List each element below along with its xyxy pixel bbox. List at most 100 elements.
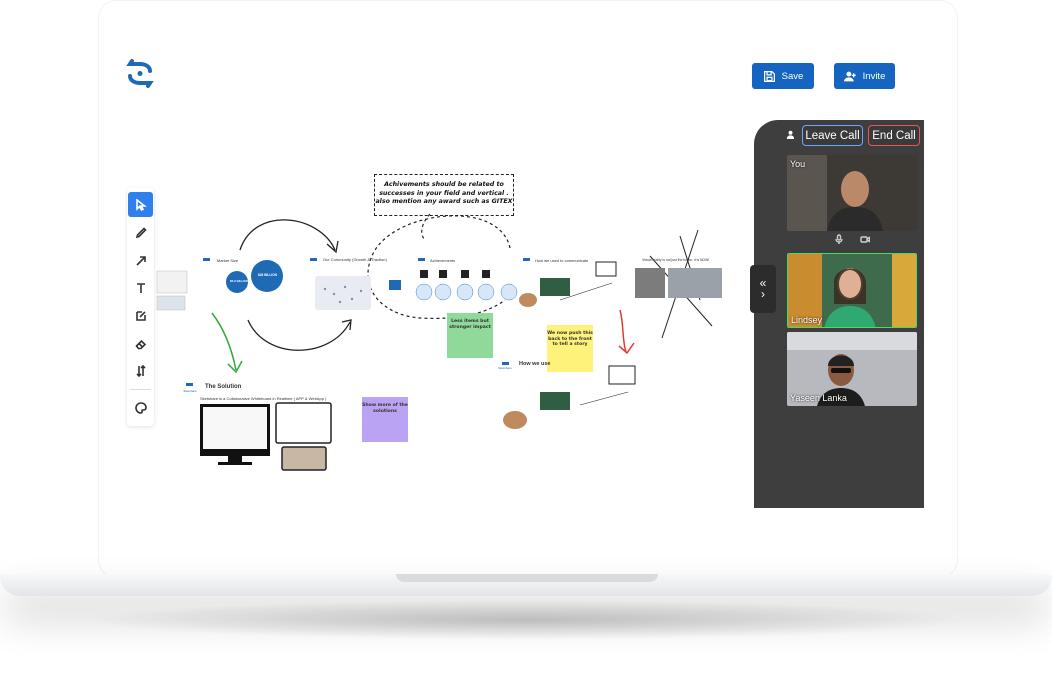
slide-how-use-title: How we use	[519, 361, 551, 367]
market-big-value: $26 BILLION	[258, 273, 277, 277]
leave-call-button[interactable]: Leave Call	[802, 125, 863, 146]
participant-video-yaseen	[787, 332, 917, 406]
market-small-circle	[226, 271, 248, 293]
monitor-screen	[203, 407, 267, 449]
camera-icon[interactable]	[860, 234, 870, 244]
tablet-solution	[275, 402, 332, 444]
drawing-red-arrowhead	[618, 342, 635, 355]
swap-icon	[135, 364, 146, 377]
end-call-button[interactable]: End Call	[868, 125, 920, 146]
achievement-badges	[415, 283, 518, 301]
participant-tile-you: You	[787, 155, 917, 231]
participant-tile-lindsey: Lindsey	[787, 253, 917, 328]
drawing-arrowhead-top	[326, 240, 339, 254]
invite-button-label: Invite	[862, 70, 886, 82]
chalkboard-1	[540, 278, 570, 296]
participant-name-you: You	[790, 159, 806, 169]
video-call-panel: Leave Call End Call You	[750, 120, 924, 508]
arrow-tool-button[interactable]	[128, 248, 153, 273]
market-small-value: $5.2 BILLION	[230, 279, 249, 283]
app-logo	[126, 59, 154, 88]
laptop-shadow	[80, 600, 972, 640]
monitor-base	[218, 462, 252, 465]
add-user-icon	[843, 71, 856, 81]
palette-tool-button[interactable]	[128, 395, 153, 420]
slide-thumb-left-2	[156, 295, 186, 311]
microphone-icon[interactable]	[834, 234, 844, 244]
select-icon	[135, 198, 147, 211]
achievements-note[interactable]: Achivements should be related to success…	[374, 174, 514, 216]
drawing-green-arrow	[211, 312, 237, 371]
slide-how-used-title: How we used to communicate	[535, 258, 589, 263]
text-tool-button[interactable]	[128, 275, 153, 300]
select-tool-button[interactable]	[128, 192, 153, 217]
drawing-toolbar	[127, 188, 154, 426]
text-icon	[136, 282, 145, 293]
save-icon	[763, 70, 775, 82]
world-map-placeholder	[315, 276, 371, 310]
drawing-red-arrow	[619, 309, 627, 353]
eraser-icon	[134, 339, 146, 349]
sticky-note-icon	[135, 310, 146, 321]
chevron-right-icon: ›	[761, 287, 765, 301]
save-button[interactable]: Save	[752, 63, 814, 89]
market-big-circle	[251, 260, 283, 292]
brand-label-how-use: Sketshare	[498, 366, 512, 370]
slide-achievements-title: Achievements	[430, 258, 456, 263]
slide-community-title: Our Community (Growth & Traction)	[323, 257, 387, 262]
drawing-curve-top	[239, 219, 336, 251]
toolbar-divider	[130, 389, 151, 390]
person-figure-2	[503, 411, 527, 429]
achievement-icons	[420, 270, 490, 278]
participants-icon[interactable]	[786, 130, 795, 139]
laptop-icon-1	[595, 261, 617, 277]
invite-button[interactable]: Invite	[834, 63, 895, 89]
mini-brand-1	[203, 258, 210, 261]
video-call-slide-2	[668, 268, 722, 298]
brand-label-solution: Sketshare	[183, 389, 197, 393]
person-figure-1	[519, 293, 537, 307]
monitor-stand	[228, 456, 242, 462]
sticky-note-yellow[interactable]: We now push this back to the front to te…	[547, 325, 593, 372]
slide-virtual-title: Virtual reality is not just the future, …	[642, 258, 710, 262]
participant-name-lindsey: Lindsey	[791, 315, 823, 325]
eraser-tool-button[interactable]	[128, 331, 153, 356]
drawing-curve-bottom	[247, 319, 351, 351]
small-badge	[389, 280, 401, 290]
participant-video-lindsey	[788, 254, 916, 327]
timeline-line-2	[579, 391, 629, 406]
participant-tile-yaseen: Yaseen Lanka	[787, 332, 917, 406]
drawing-green-arrowhead	[227, 360, 243, 374]
video-call-slide-1	[635, 268, 665, 298]
collapse-panel-button[interactable]: « ›	[750, 265, 776, 313]
media-controls	[834, 234, 870, 244]
sticky-note-tool-button[interactable]	[128, 303, 153, 328]
slide-solution-title: The Solution	[205, 384, 242, 390]
sticky-note-green[interactable]: Less items but stronger impact	[447, 313, 493, 358]
slide-market-title: Market Size	[217, 258, 239, 263]
swap-tool-button[interactable]	[128, 358, 153, 383]
laptop-base	[0, 574, 1052, 596]
arrow-icon	[135, 255, 146, 266]
chalkboard-2	[540, 392, 570, 410]
participant-video-you	[787, 155, 917, 231]
collapse-panel-label: «	[759, 276, 767, 290]
mini-brand-3	[418, 258, 425, 261]
participant-name-yaseen: Yaseen Lanka	[790, 393, 847, 403]
world-map-dots	[323, 285, 363, 304]
phone-solution	[281, 446, 327, 471]
drawing-dashed-loop	[367, 215, 511, 319]
mini-brand-4	[523, 258, 530, 261]
slide-thumb-left	[156, 270, 188, 294]
laptop-notch	[396, 574, 658, 582]
sticky-note-purple[interactable]: Show more of the solutions	[362, 397, 408, 442]
laptop-icon-2	[608, 365, 636, 385]
mini-brand-6	[502, 362, 509, 365]
pencil-tool-button[interactable]	[128, 220, 153, 245]
slide-solution-subtitle: Sketshare is a Collaborative Whiteboard …	[200, 396, 327, 401]
mini-brand-2	[310, 258, 317, 261]
pencil-icon	[135, 226, 147, 238]
timeline-line-1	[559, 282, 613, 301]
